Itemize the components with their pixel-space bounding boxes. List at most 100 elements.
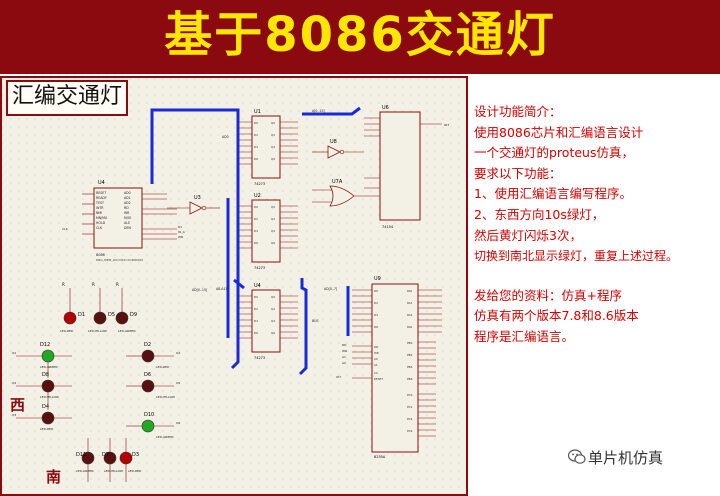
svg-text:LED-YELLOW: LED-YELLOW	[88, 329, 107, 333]
svg-text:74273: 74273	[254, 182, 265, 186]
svg-text:D12: D12	[40, 342, 50, 348]
svg-text:READY: READY	[96, 196, 107, 200]
svg-text:LED-YELLOW: LED-YELLOW	[104, 469, 123, 473]
svg-text:AD1: AD1	[124, 196, 131, 200]
svg-text:R: R	[92, 282, 95, 287]
svg-text:D0: D0	[254, 121, 258, 125]
led-d4	[41, 411, 55, 425]
svg-text:TEST: TEST	[95, 201, 104, 205]
svg-text:PB6: PB6	[407, 377, 413, 381]
chip-8255: U9 8255A	[336, 276, 442, 459]
desc-line: 设计功能简介：	[474, 104, 562, 119]
svg-text:PA2: PA2	[407, 301, 412, 305]
svg-text:ALE: ALE	[124, 221, 130, 225]
led-d8	[41, 379, 55, 393]
desc-line: 一个交通灯的proteus仿真，	[474, 145, 634, 161]
logic-gates: U8 U7A	[312, 139, 380, 207]
svg-text:A2: A2	[342, 361, 346, 365]
led-d12	[41, 349, 55, 363]
desc-line: 仿真有两个版本7.8和8.6版本	[474, 308, 639, 324]
svg-text:D6: D6	[254, 157, 258, 161]
svg-text:LED-RED: LED-RED	[128, 469, 142, 473]
svg-text:D6: D6	[254, 331, 258, 335]
svg-text:Q0: Q0	[271, 205, 275, 209]
svg-text:U7A: U7A	[332, 179, 343, 185]
svg-text:LED-GREEN: LED-GREEN	[40, 365, 58, 369]
svg-text:RESET: RESET	[374, 377, 383, 381]
svg-text:CLK: CLK	[62, 227, 69, 231]
svg-text:PA4: PA4	[407, 313, 412, 317]
svg-text:AD2: AD2	[124, 201, 131, 205]
svg-text:LED-YELLOW: LED-YELLOW	[156, 395, 175, 399]
svg-text:MN/MX: MN/MX	[96, 216, 108, 220]
svg-text:U4: U4	[98, 180, 105, 186]
svg-text:LED-GREEN: LED-GREEN	[76, 469, 94, 473]
svg-text:74273: 74273	[254, 356, 265, 360]
svg-text:Q4: Q4	[271, 145, 275, 149]
desc-line: 然后黄灯闪烁3次，	[474, 227, 582, 243]
svg-text:D4: D4	[42, 404, 49, 410]
svg-text:Q1: Q1	[12, 351, 16, 355]
svg-text:AD0: AD0	[124, 191, 131, 195]
description-text: 设计功能简介： 使用8086芯片和汇编语言设计 一个交通灯的proteus仿真，…	[474, 102, 718, 348]
desc-line: 程序是汇编语言。	[474, 328, 575, 344]
svg-text:Q6: Q6	[176, 421, 180, 425]
svg-text:RD: RD	[342, 343, 347, 347]
desc-line: 1、使用汇编语言编写程序。	[474, 186, 632, 202]
svg-text:R1: R1	[178, 225, 182, 229]
svg-text:Q3: Q3	[12, 413, 16, 417]
svg-text:A1: A1	[374, 363, 378, 367]
svg-text:LED-GREEN: LED-GREEN	[118, 329, 136, 333]
svg-text:U9: U9	[374, 276, 381, 282]
svg-text:Q5: Q5	[176, 381, 180, 385]
svg-text:PA6: PA6	[407, 325, 412, 329]
desc-line: 发给您的资料：仿真+程序	[474, 287, 622, 303]
svg-text:U3: U3	[194, 195, 201, 201]
desc-line: 使用8086芯片和汇编语言设计	[474, 124, 644, 140]
svg-text:D2: D2	[374, 301, 378, 305]
svg-text:AD[0..7]: AD[0..7]	[324, 287, 337, 291]
schematic-title: 汇编交通灯	[6, 80, 128, 116]
svg-text:Q4: Q4	[176, 351, 180, 355]
led-d10	[141, 419, 155, 433]
svg-text:74154: 74154	[382, 225, 394, 229]
led-d6	[141, 379, 155, 393]
svg-text:R: R	[62, 282, 65, 287]
svg-text:A[0..15]: A[0..15]	[312, 109, 325, 113]
svg-text:RESET: RESET	[96, 191, 106, 195]
svg-text:D3: D3	[132, 452, 139, 458]
data-bus	[150, 106, 361, 376]
svg-text:D6: D6	[144, 372, 151, 378]
svg-text:LED-GREEN: LED-GREEN	[156, 435, 174, 439]
svg-text:D8: D8	[42, 372, 49, 378]
svg-text:WR: WR	[178, 235, 183, 239]
svg-text:D0: D0	[254, 295, 258, 299]
svg-text:D4: D4	[254, 145, 258, 149]
svg-text:AD0: AD0	[222, 135, 229, 139]
svg-text:AD[0..15]: AD[0..15]	[192, 288, 207, 292]
desc-line: 2、东西方向10s绿灯，	[474, 206, 605, 222]
svg-text:Q2: Q2	[12, 381, 16, 385]
svg-text:WR: WR	[374, 351, 379, 355]
west-label: 西	[10, 396, 26, 414]
svg-text:DBG_MEM_LIN DISK=0x800000: DBG_MEM_LIN DISK=0x800000	[96, 258, 143, 262]
svg-text:D5: D5	[108, 312, 115, 318]
svg-text:U4: U4	[254, 283, 261, 289]
svg-text:PB0: PB0	[407, 341, 413, 345]
svg-text:Q4: Q4	[271, 229, 275, 233]
svg-text:D2: D2	[254, 307, 258, 311]
svg-text:PC6: PC6	[407, 429, 413, 433]
desc-spacer	[474, 267, 718, 286]
svg-text:74273: 74273	[254, 266, 265, 270]
svg-text:CS: CS	[374, 371, 378, 375]
svg-text:INTR: INTR	[96, 206, 104, 210]
svg-text:U1: U1	[254, 109, 261, 115]
svg-text:RD: RD	[374, 345, 378, 349]
title-banner: 基于8086交通灯	[0, 0, 720, 74]
svg-text:Q0: Q0	[271, 121, 275, 125]
svg-text:U6: U6	[382, 105, 389, 111]
description-panel: 设计功能简介： 使用8086芯片和汇编语言设计 一个交通灯的proteus仿真，…	[470, 76, 720, 496]
wechat-icon	[568, 449, 586, 464]
